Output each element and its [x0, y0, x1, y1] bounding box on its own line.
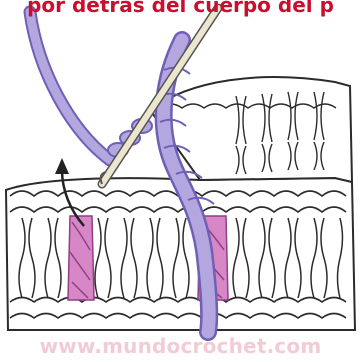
caption-text: por detrás del cuerpo del p — [0, 0, 361, 18]
highlighted-stitch-left — [68, 216, 94, 300]
watermark-text: www.mundocrochet.com — [0, 332, 361, 360]
